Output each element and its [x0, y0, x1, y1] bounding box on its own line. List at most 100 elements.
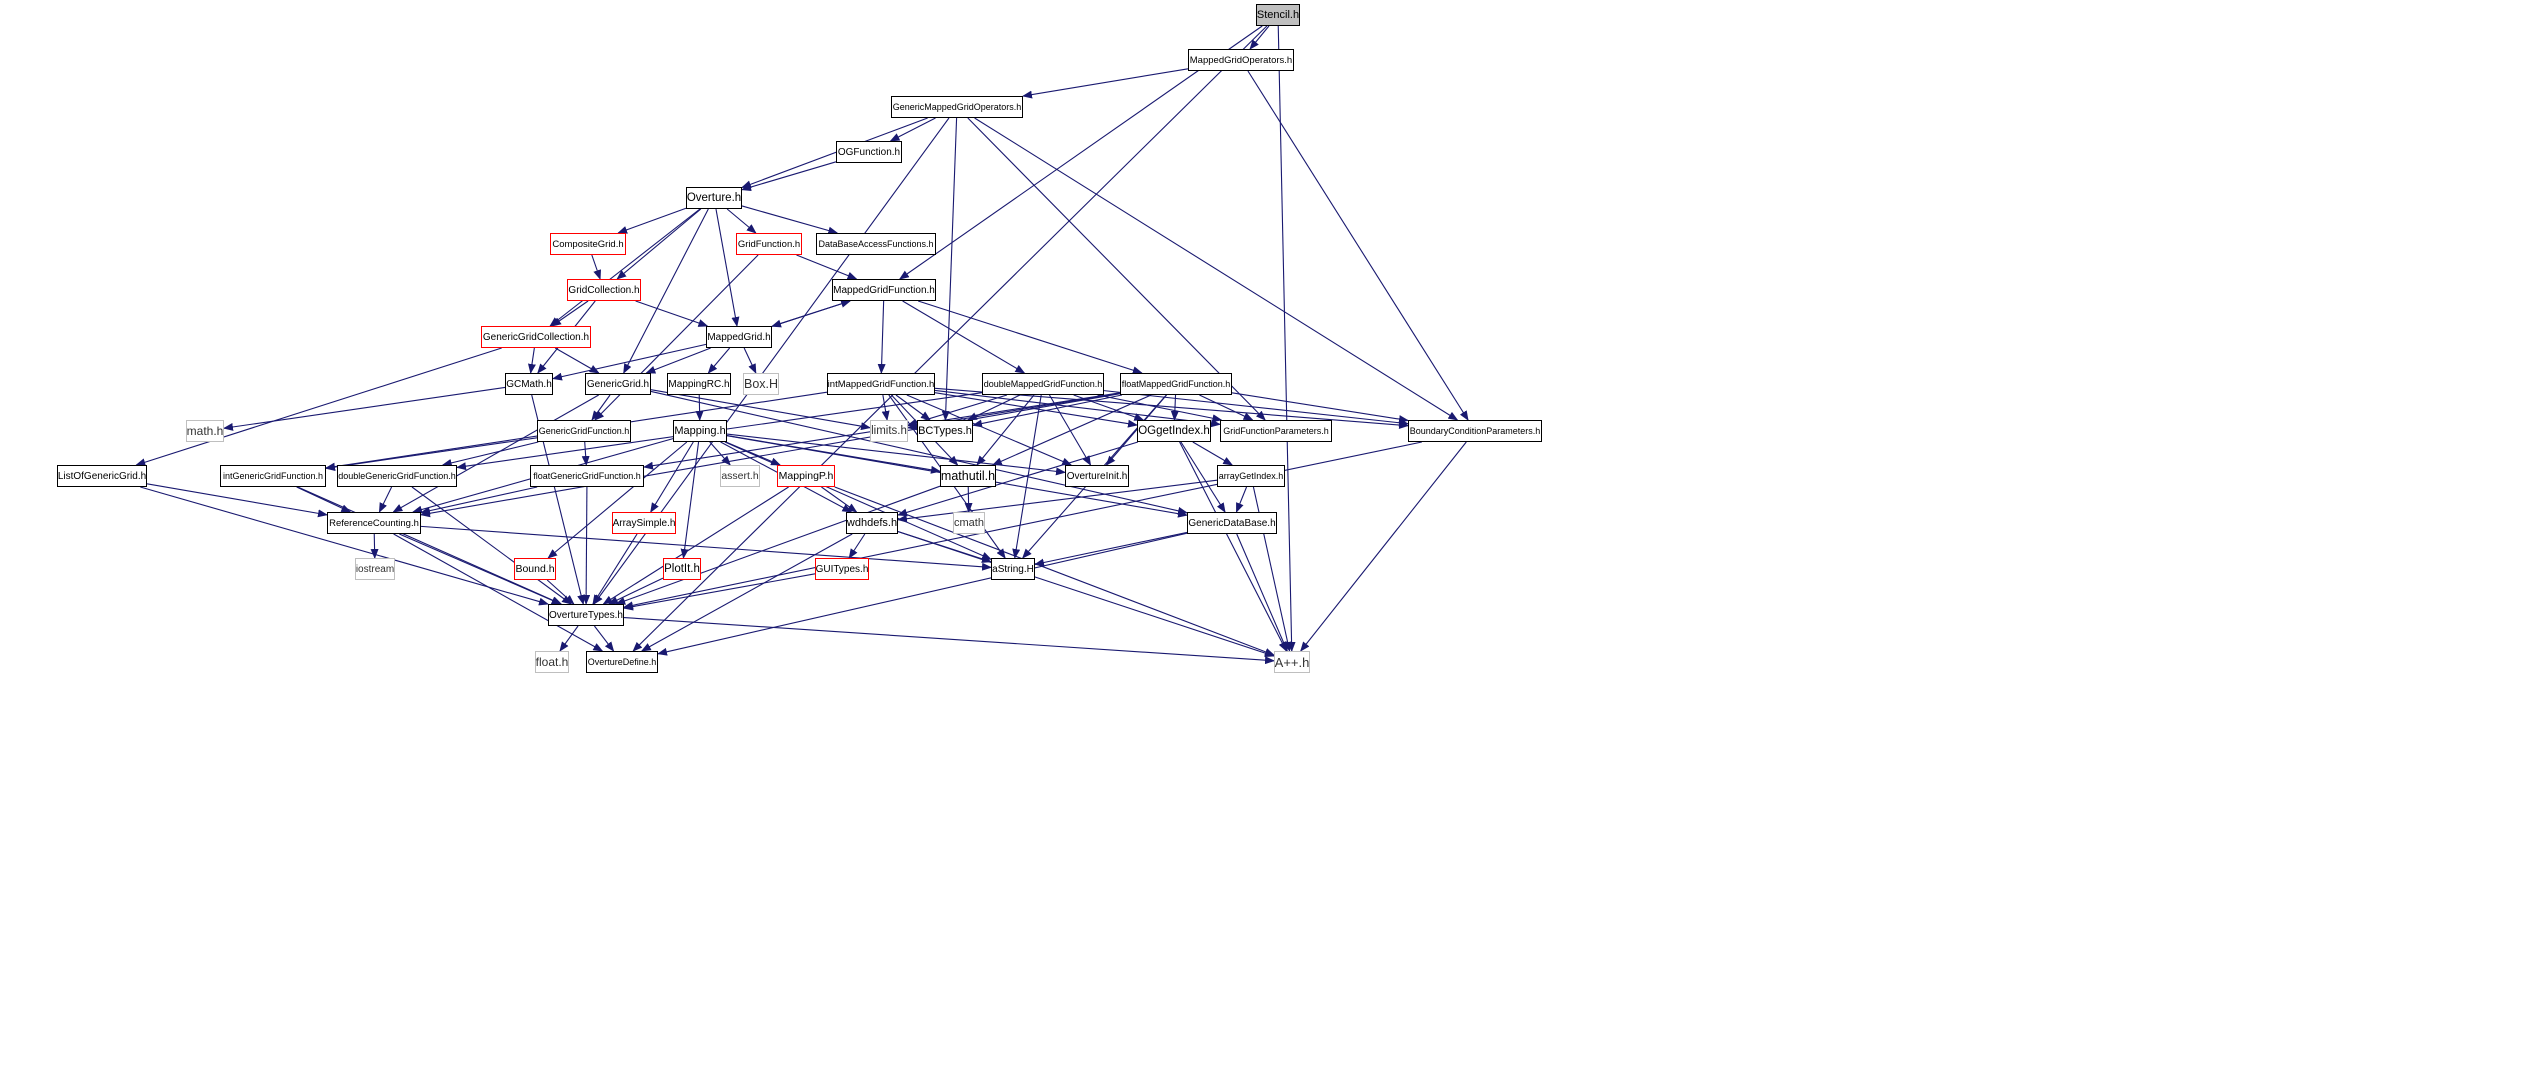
node-compgrid[interactable]: CompositeGrid.h — [550, 233, 626, 255]
node-gdb[interactable]: GenericDataBase.h — [1187, 512, 1277, 534]
node-stencil[interactable]: Stencil.h — [1256, 4, 1300, 26]
edge-plotit-to-otypes — [608, 577, 664, 605]
edge-fggf-to-otypes — [582, 486, 591, 605]
edge-mapping-to-oinit — [726, 433, 1066, 476]
node-mappingp[interactable]: MappingP.h — [777, 465, 835, 487]
edge-gridcoll-to-mg — [635, 300, 709, 327]
node-dmgf[interactable]: doubleMappedGridFunction.h — [982, 373, 1104, 395]
node-logg[interactable]: ListOfGenericGrid.h — [57, 465, 147, 487]
edge-dmgf-to-gfp — [1097, 394, 1223, 423]
node-mg[interactable]: MappedGrid.h — [706, 326, 772, 348]
edge-gcmath-to-math — [223, 386, 506, 431]
node-mathutil[interactable]: mathutil.h — [940, 465, 996, 487]
edge-overture-to-compgrid — [617, 207, 687, 234]
edge-mappingp-to-otypes — [602, 486, 789, 605]
node-gmgo[interactable]: GenericMappedGridOperators.h — [891, 96, 1023, 118]
edge-mapping-to-plotit — [680, 441, 700, 559]
node-fggf[interactable]: floatGenericGridFunction.h — [530, 465, 644, 487]
node-otypes[interactable]: OvertureTypes.h — [548, 604, 624, 626]
edge-otypes-to-odefine — [593, 625, 615, 652]
node-bcp[interactable]: BoundaryConditionParameters.h — [1408, 420, 1542, 442]
node-box: Box.H — [743, 373, 779, 395]
edge-wdh-to-odefine — [640, 533, 853, 652]
node-ogf[interactable]: OGFunction.h — [836, 141, 902, 163]
edge-imgf-to-limits — [881, 394, 890, 421]
node-guitypes[interactable]: GUITypes.h — [815, 558, 869, 580]
edge-dmgf-to-astring — [1012, 394, 1042, 559]
edge-guitypes-to-otypes — [623, 573, 816, 611]
edge-fmgf-to-oggi — [1170, 394, 1179, 421]
edge-imgf-to-oggi — [934, 392, 1138, 428]
edge-fggf-to-rc — [420, 486, 538, 515]
edge-fmgf-to-bctypes — [972, 394, 1123, 428]
edge-stencil-to-mgo — [1249, 25, 1270, 50]
node-mgf[interactable]: MappedGridFunction.h — [832, 279, 936, 301]
edge-gg-to-ggf — [591, 394, 611, 421]
edge-dmgf-to-oinit — [1048, 394, 1092, 466]
node-oinit[interactable]: OvertureInit.h — [1065, 465, 1129, 487]
edge-gg-to-limits — [650, 389, 871, 431]
node-oggi[interactable]: OGgetIndex.h — [1137, 420, 1211, 442]
node-bound[interactable]: Bound.h — [514, 558, 556, 580]
node-plotit[interactable]: PlotIt.h — [663, 558, 701, 580]
node-mrc[interactable]: MappingRC.h — [667, 373, 731, 395]
node-ggc[interactable]: GenericGridCollection.h — [481, 326, 591, 348]
edge-overture-to-dbaf — [741, 205, 839, 235]
edge-fmgf-to-bcp — [1231, 392, 1409, 424]
edge-fmgf-to-rc — [420, 393, 1121, 518]
node-ggf[interactable]: GenericGridFunction.h — [537, 420, 631, 442]
node-dggf[interactable]: doubleGenericGridFunction.h — [337, 465, 457, 487]
node-cmath: cmath — [953, 512, 985, 534]
edge-agi-to-gdb — [1235, 486, 1248, 513]
node-astring[interactable]: aString.H — [991, 558, 1035, 580]
edge-mappingp-to-wdh — [821, 486, 858, 513]
edge-overture-to-gg — [623, 208, 709, 374]
edge-mgf-to-fmgf — [918, 300, 1143, 375]
edge-mgo-to-bcp — [1247, 70, 1469, 421]
node-rc[interactable]: ReferenceCounting.h — [327, 512, 421, 534]
node-bctypes[interactable]: BCTypes.h — [917, 420, 973, 442]
edge-ggc-to-gcmath — [528, 347, 536, 374]
node-mapping[interactable]: Mapping.h — [673, 420, 727, 442]
node-iggf[interactable]: intGenericGridFunction.h — [220, 465, 326, 487]
edge-ggc-to-gg — [554, 347, 600, 374]
edge-wdh-to-guitypes — [848, 533, 866, 559]
node-gcmath[interactable]: GCMath.h — [505, 373, 553, 395]
edge-otypes-to-app — [623, 616, 1275, 665]
edge-gridcoll-to-ggc — [551, 300, 589, 327]
edge-compgrid-to-gridcoll — [591, 254, 601, 280]
node-gridfunc[interactable]: GridFunction.h — [736, 233, 802, 255]
edge-fmgf-to-gfp — [1199, 394, 1254, 421]
edge-asimple-to-otypes — [592, 533, 638, 605]
node-mgo[interactable]: MappedGridOperators.h — [1188, 49, 1294, 71]
edge-rc-to-otypes — [399, 533, 562, 605]
edge-dmgf-to-bctypes — [967, 394, 1021, 421]
node-fmgf[interactable]: floatMappedGridFunction.h — [1120, 373, 1232, 395]
edge-ogf-to-overture — [741, 161, 837, 191]
edge-gmgo-to-gfp — [967, 117, 1266, 421]
node-odefine[interactable]: OvertureDefine.h — [586, 651, 658, 673]
edge-mathutil-to-cmath — [964, 486, 973, 513]
edge-iggf-to-rc — [296, 486, 352, 513]
edge-rc-to-astring — [420, 525, 992, 571]
node-gg[interactable]: GenericGrid.h — [585, 373, 651, 395]
node-dbaf[interactable]: DataBaseAccessFunctions.h — [816, 233, 936, 255]
edge-bound-to-otypes — [546, 579, 575, 605]
node-imgf[interactable]: intMappedGridFunction.h — [827, 373, 935, 395]
edge-ggc-to-logg — [135, 347, 502, 467]
edge-mg-to-mrc — [707, 347, 731, 374]
node-assert: assert.h — [720, 465, 760, 487]
node-asimple[interactable]: ArraySimple.h — [612, 512, 676, 534]
edge-oggi-to-gdb — [1180, 441, 1226, 513]
node-gfp[interactable]: GridFunctionParameters.h — [1220, 420, 1332, 442]
node-gridcoll[interactable]: GridCollection.h — [567, 279, 641, 301]
node-overture[interactable]: Overture.h — [686, 187, 742, 209]
node-agi[interactable]: arrayGetIndex.h — [1217, 465, 1285, 487]
node-wdh[interactable]: wdhdefs.h — [846, 512, 898, 534]
edge-bcp-to-otypes — [623, 441, 1422, 610]
edge-gg-to-gdb — [650, 390, 1188, 515]
edge-fmgf-to-mathutil — [991, 394, 1152, 466]
edge-iggf-to-otypes — [297, 486, 563, 605]
edge-gg-to-rc — [392, 394, 599, 513]
